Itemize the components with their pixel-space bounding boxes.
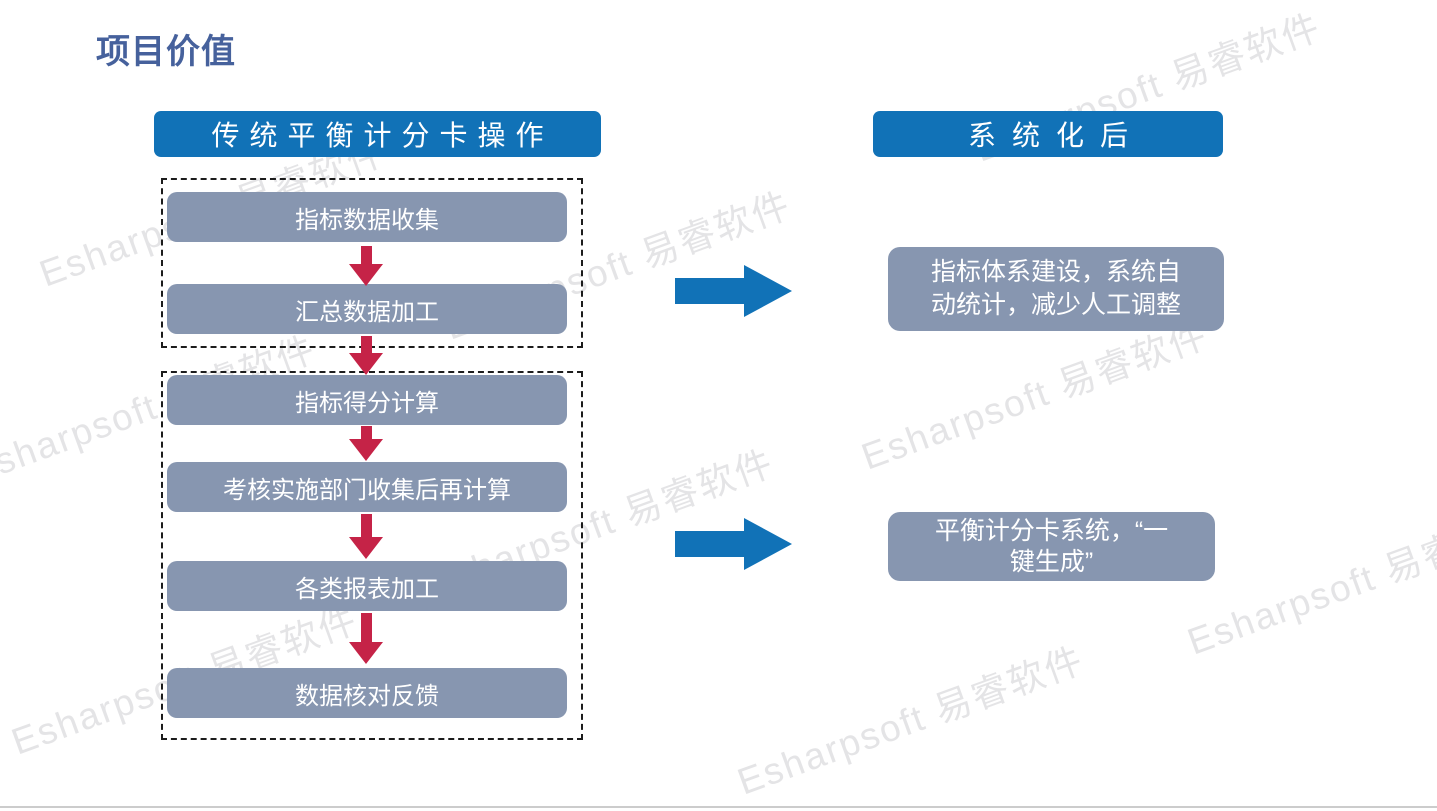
down-arrow-icon [349, 336, 383, 375]
right-arrow-icon [675, 264, 792, 317]
watermark: Esharpsoft 易睿软件 [856, 314, 1214, 478]
header-banner-systemized: 系统化后 [873, 111, 1223, 157]
result-box-2: 平衡计分卡系统，“一 键生成” [888, 512, 1215, 581]
down-arrow-icon [349, 514, 383, 559]
page-title: 项目价值 [96, 33, 236, 71]
flow-step-4: 考核实施部门收集后再计算 [167, 462, 567, 512]
bottom-divider [0, 806, 1437, 808]
down-arrow-icon [349, 246, 383, 286]
flow-step-1: 指标数据收集 [167, 192, 567, 242]
flow-step-3: 指标得分计算 [167, 375, 567, 425]
header-banner-traditional: 传统平衡计分卡操作 [154, 111, 601, 157]
flow-step-5: 各类报表加工 [167, 561, 567, 611]
down-arrow-icon [349, 613, 383, 664]
watermark: Esharpsoft 易睿软件 [732, 639, 1090, 803]
result-box-1: 指标体系建设，系统自 动统计，减少人工调整 [888, 247, 1224, 331]
watermark: Esharpsoft 易睿软件 [1182, 499, 1437, 663]
flow-step-6: 数据核对反馈 [167, 668, 567, 718]
flow-step-2: 汇总数据加工 [167, 284, 567, 334]
right-arrow-icon [675, 517, 792, 570]
down-arrow-icon [349, 426, 383, 461]
group1-dashed-frame [161, 178, 583, 348]
